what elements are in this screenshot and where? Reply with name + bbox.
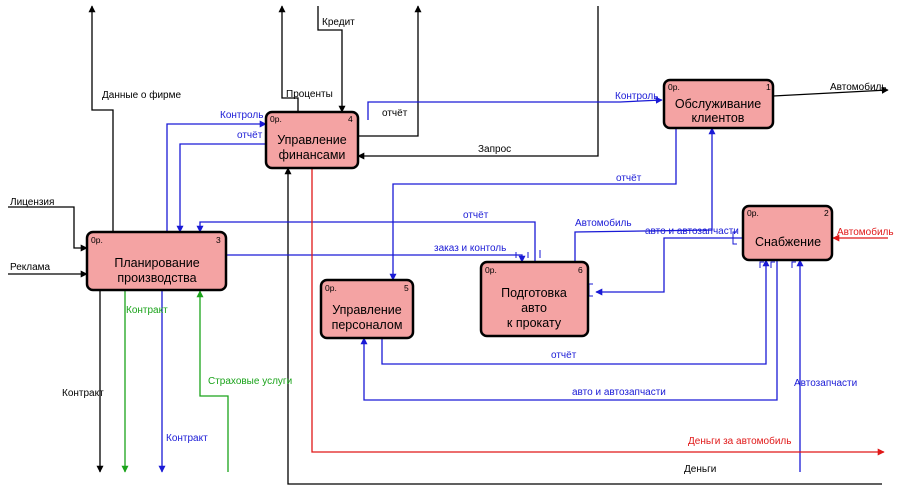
box-title: финансами — [279, 148, 346, 162]
label-kontrakt-black: Контракт — [62, 388, 104, 399]
box-title: Снабжение — [755, 235, 821, 249]
box-number: 4 — [348, 114, 353, 124]
arrow-strahovye-uslugi[interactable] — [196, 290, 229, 472]
arrow-otchet-mid[interactable] — [389, 128, 677, 281]
label-zakaz-i-kontrol: заказ и контоль — [434, 243, 506, 254]
label-kontrakt-green: Контракт — [126, 305, 168, 316]
label-avtomobil-red: Автомобиль — [837, 226, 894, 238]
box-number: 2 — [824, 208, 829, 218]
arrow-otchet-top[interactable] — [358, 5, 422, 137]
arrow-kontrol-fin[interactable] — [166, 120, 267, 232]
label-kontrol-top: Контроль — [615, 91, 658, 102]
label-kredit: Кредит — [322, 17, 355, 28]
box-snabzhenie[interactable]: 0р. 2 Снабжение — [741, 204, 834, 262]
arrow-avto-i-zapchasti-top[interactable] — [595, 237, 742, 296]
label-reklama: Реклама — [10, 262, 51, 273]
red-arrows — [311, 168, 888, 456]
label-strahovye-uslugi: Страховые услуги — [208, 376, 292, 387]
label-otchet-mid: отчёт — [616, 173, 642, 184]
box-op: 0р. — [91, 235, 103, 245]
arrow-kontrol-top[interactable] — [367, 96, 663, 120]
label-otchet-top: отчёт — [382, 108, 408, 119]
box-op: 0р. — [325, 283, 337, 293]
label-kontrakt-blue: Контракт — [166, 433, 208, 444]
box-podgotovka-avto[interactable]: 0р. 6 Подготовка авто к прокату — [479, 260, 590, 338]
label-otchet-fin: отчёт — [237, 130, 263, 141]
arrow-dengi[interactable] — [284, 167, 882, 485]
box-title: персоналом — [332, 318, 403, 332]
arrow-dannye-o-firme[interactable] — [88, 5, 114, 232]
label-avtozapchasti: Автозапчасти — [794, 378, 857, 389]
box-upravlenie-personalom[interactable]: 0р. 5 Управление персоналом — [319, 278, 415, 340]
box-obsluzhivanie-klientov[interactable]: 0р. 1 Обслуживание клиентов — [662, 78, 775, 130]
black-arrows — [8, 5, 889, 485]
label-avto-i-zapchasti-low: авто и автозапчасти — [572, 387, 666, 398]
arrow-labels: Данные о фирме Кредит Проценты отчёт Кон… — [10, 17, 894, 475]
box-title: Обслуживание — [675, 97, 761, 111]
box-title: авто — [521, 301, 547, 315]
label-dengi: Деньги — [684, 464, 716, 475]
arrow-licenziya[interactable] — [8, 206, 88, 252]
arrow-avto-i-zapchasti-low[interactable] — [360, 260, 778, 401]
arrow-kredit[interactable] — [317, 6, 346, 113]
box-op: 0р. — [485, 265, 497, 275]
box-title: Планирование — [114, 256, 199, 270]
box-title: производства — [117, 271, 196, 285]
label-licenziya: Лицензия — [10, 197, 54, 208]
box-title: Управление — [332, 303, 402, 317]
box-number: 1 — [766, 82, 771, 92]
label-otchet-plan: отчёт — [463, 210, 489, 221]
arrow-otchet-low[interactable] — [381, 259, 770, 365]
label-zapros: Запрос — [478, 144, 511, 155]
box-upravlenie-finansami[interactable]: 0р. 4 Управление финансами — [264, 110, 360, 170]
box-number: 6 — [578, 265, 583, 275]
blue-arrows — [158, 96, 804, 473]
box-title: Подготовка — [501, 286, 567, 300]
label-avtomobil-mid: Автомобиль — [575, 217, 632, 229]
box-planirovanie-proizvodstva[interactable]: 0р. 3 Планирование производства — [85, 230, 228, 292]
arrow-dengi-za-avtomobil[interactable] — [311, 168, 885, 456]
arrow-avtomobil-mid[interactable] — [574, 127, 716, 262]
arrow-avtomobil-out[interactable] — [772, 86, 889, 97]
arrow-otchet-fin[interactable] — [176, 143, 266, 233]
green-arrows — [121, 290, 229, 473]
label-dannye-o-firme: Данные о фирме — [102, 89, 181, 101]
arrow-zapros[interactable] — [357, 6, 599, 160]
box-title: клиентов — [692, 111, 745, 125]
box-title: Управление — [277, 133, 347, 147]
box-op: 0р. — [270, 114, 282, 124]
label-otchet-low: отчёт — [551, 350, 577, 361]
box-number: 3 — [216, 235, 221, 245]
box-title: к прокату — [507, 316, 562, 330]
tunnel-brackets — [515, 231, 796, 297]
arrow-zakaz-i-kontrol[interactable] — [226, 254, 526, 263]
label-avto-i-zapchasti-top: авто и автозапчасти — [645, 226, 739, 237]
label-dengi-za-avtomobil: Деньги за автомобиль — [688, 435, 791, 447]
arrow-otchet-plan[interactable] — [196, 221, 536, 262]
label-procenty: Проценты — [286, 89, 333, 100]
label-avtomobil-out: Автомобиль — [830, 81, 887, 93]
label-kontrol-fin: Контроль — [220, 110, 263, 121]
arrow-procenty[interactable] — [278, 5, 299, 112]
box-number: 5 — [404, 283, 409, 293]
box-op: 0р. — [747, 208, 759, 218]
box-op: 0р. — [668, 82, 680, 92]
